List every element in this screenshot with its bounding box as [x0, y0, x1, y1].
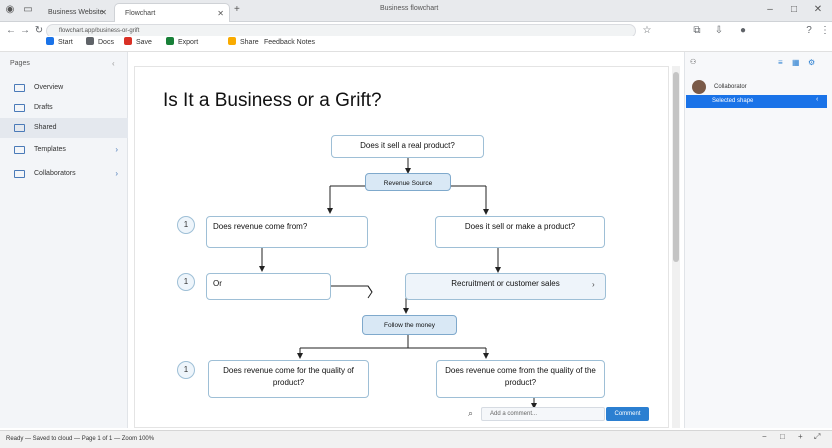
tab-business-website[interactable]: Business Website ✕	[38, 3, 112, 22]
zoom-out-icon[interactable]: −	[762, 432, 767, 441]
tab-close-icon[interactable]: ✕	[217, 9, 224, 18]
step-number-1: 1	[177, 216, 195, 234]
new-tab-icon[interactable]: +	[234, 4, 240, 15]
downloads-icon[interactable]: ⇩	[714, 25, 724, 36]
bookmark-export[interactable]: Export	[166, 37, 198, 49]
sidebar-item-drafts[interactable]: Drafts	[0, 98, 128, 118]
step-number-2: 1	[177, 273, 195, 291]
selected-item[interactable]: Selected shape	[686, 95, 827, 108]
chevron-right-icon: ›	[115, 169, 118, 178]
step-number-3: 1	[177, 361, 195, 379]
chevron-right-icon: ›	[115, 145, 118, 154]
comment-button[interactable]: Comment	[606, 407, 649, 421]
node-left-question-3[interactable]: Does revenue come for the quality of pro…	[208, 360, 369, 398]
collaborator-name[interactable]: Collaborator	[714, 84, 747, 90]
chevron-left-icon: ‹	[816, 96, 819, 103]
forward-icon[interactable]: →	[20, 25, 30, 36]
close-window-icon[interactable]: ✕	[813, 4, 823, 15]
maximize-icon[interactable]: □	[790, 4, 798, 15]
extensions-icon[interactable]: ⧉	[693, 25, 701, 36]
scrollbar-thumb[interactable]	[673, 72, 679, 262]
folder-icon	[14, 84, 25, 92]
bookmark-icon	[166, 37, 174, 45]
help-icon[interactable]: ?	[806, 25, 812, 36]
profile-icon[interactable]: ●	[739, 25, 747, 36]
people-icon[interactable]: ⚇	[690, 59, 697, 66]
node-revenue-source[interactable]: Revenue Source	[365, 173, 451, 191]
bookmark-star-icon[interactable]: ☆	[642, 25, 652, 36]
left-sidebar	[0, 52, 128, 428]
sidebar-header: Pages	[10, 60, 30, 67]
node-left-question-1[interactable]: Does revenue come from?	[206, 216, 368, 248]
tab-label: Flowchart	[125, 10, 156, 17]
more-menu-icon[interactable]: ⋮	[820, 25, 830, 36]
tab-list-icon[interactable]: ▭	[23, 4, 33, 15]
grid-view-icon[interactable]: ▦	[792, 58, 800, 67]
right-panel	[684, 52, 832, 428]
sidebar-item-overview[interactable]: Overview	[0, 78, 128, 98]
sidebar-item-templates[interactable]: Templates ›	[0, 140, 128, 160]
bookmark-share[interactable]: Share	[228, 37, 259, 49]
browser-menu-icon[interactable]: ◉	[5, 4, 15, 15]
sidebar-item-shared[interactable]: Shared	[0, 118, 128, 138]
window-title: Business flowchart	[380, 5, 439, 12]
grid-icon	[14, 146, 25, 154]
node-right-question-1[interactable]: Does it sell or make a product?	[435, 216, 605, 248]
back-icon[interactable]: ←	[6, 25, 16, 36]
file-icon	[14, 104, 25, 112]
bookmark-icon	[86, 37, 94, 45]
bookmark-feedback-notes[interactable]: Feedback Notes	[264, 39, 315, 46]
bookmark-start[interactable]: Start	[46, 37, 73, 49]
bookmark-icon	[124, 37, 132, 45]
list-view-icon[interactable]: ≡	[778, 58, 783, 67]
bookmark-docs[interactable]: Docs	[86, 37, 114, 49]
comment-input[interactable]: Add a comment...	[481, 407, 605, 421]
bookmark-icon	[46, 37, 54, 45]
users-icon	[14, 170, 25, 178]
status-bar: Ready — Saved to cloud — Page 1 of 1 — Z…	[0, 430, 832, 448]
node-right-question-3[interactable]: Does revenue come from the quality of th…	[436, 360, 605, 398]
tab-close-icon[interactable]: ✕	[100, 8, 107, 17]
file-icon	[14, 124, 25, 132]
comment-icon[interactable]: ⌕	[468, 408, 474, 418]
chevron-right-icon: ›	[592, 280, 595, 289]
fit-view-icon[interactable]: □	[780, 432, 785, 441]
avatar	[692, 80, 706, 94]
bookmark-icon	[228, 37, 236, 45]
reload-icon[interactable]: ↻	[34, 25, 44, 36]
page-title: Is It a Business or a Grift?	[163, 90, 382, 111]
node-left-question-2[interactable]: Or	[206, 273, 331, 300]
zoom-in-icon[interactable]: +	[798, 432, 803, 441]
tab-label: Business Website	[48, 9, 104, 16]
tab-flowchart[interactable]: Flowchart ✕	[114, 3, 230, 22]
fullscreen-icon[interactable]: ⤢	[814, 432, 821, 441]
sidebar-item-collaborators[interactable]: Collaborators ›	[0, 164, 128, 184]
bookmarks-bar	[0, 36, 832, 52]
settings-icon[interactable]: ⚙	[808, 58, 816, 67]
node-follow-the-money[interactable]: Follow the money	[362, 315, 457, 335]
node-right-question-2[interactable]: Recruitment or customer sales	[405, 273, 606, 300]
bookmark-save[interactable]: Save	[124, 37, 152, 49]
minimize-icon[interactable]: –	[767, 4, 773, 15]
node-top-question[interactable]: Does it sell a real product?	[331, 135, 484, 158]
collapse-sidebar-icon[interactable]: ‹	[112, 59, 115, 68]
